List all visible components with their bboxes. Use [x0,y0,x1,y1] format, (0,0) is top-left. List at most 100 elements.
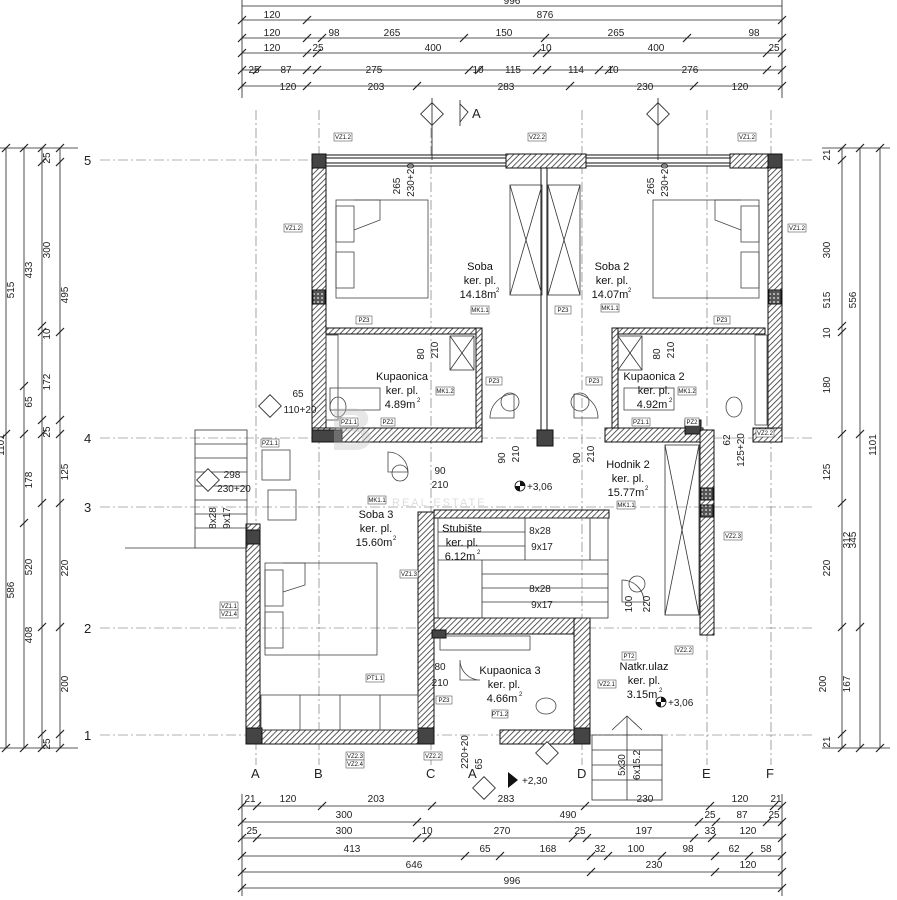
room-soba-area: 14.18m [460,289,497,301]
tag-box: MK1.2 [435,386,454,396]
top-dim-r5-1: 87 [280,65,292,76]
svg-text:MK1.1: MK1.1 [471,308,489,314]
tag-box: MK1.1 [600,303,619,313]
svg-text:90: 90 [572,452,583,464]
bot-dim-r2-2: 25 [704,810,716,821]
svg-text:220: 220 [642,595,653,612]
tag-box: PZ3 [585,376,603,386]
tag-box: PZ3 [435,695,453,705]
svg-text:PZ1.1: PZ1.1 [633,420,650,426]
tag-box: PZ1.1 [631,417,651,427]
room-kupaonica2-floor: ker. pl. [638,385,670,397]
element-tags: VZ1.2 VZ2.2 VZ1.2 VZ1.2 VZ1.2 MK1.1 MK1.… [219,132,807,769]
svg-text:VZ2.2: VZ2.2 [529,135,546,141]
top-dim-r4-3: 10 [540,43,552,54]
room-soba3-name: Soba 3 [359,509,394,521]
right-dim-1101: 1101 [868,434,879,456]
right-dim-i10: 10 [822,327,833,339]
bot-dim-r4-7: 58 [760,844,772,855]
svg-text:2: 2 [669,398,673,404]
bot-dim-r3-6: 33 [704,826,716,837]
wardrobe [260,694,419,731]
axis-h-2: 2 [84,621,91,636]
axis-v-A: A [251,766,260,781]
svg-text:265: 265 [646,177,657,194]
door-circle [391,464,409,482]
right-dim-i167: 167 [842,675,853,692]
tag-box: VZ1.2 [737,132,757,142]
left-dim-178: 178 [24,471,35,488]
svg-text:VZ2.4: VZ2.4 [347,762,364,768]
bot-dim-r4-6: 62 [728,844,740,855]
bot-dim-r1-3: 283 [498,794,515,805]
tag-box: PZ1.1 [339,417,359,427]
left-dim-i300: 300 [42,241,53,258]
left-dim-i200: 200 [60,675,71,692]
right-dim-i300: 300 [822,241,833,258]
svg-text:VZ2.1: VZ2.1 [599,682,616,688]
top-dim-r2-1: 876 [537,10,554,21]
top-dim-r5-7: 276 [682,65,699,76]
svg-text:MK1.1: MK1.1 [601,306,619,312]
bottom-dimension-lines [241,794,783,896]
svg-text:2: 2 [417,398,421,404]
bot-dim-r3-2: 10 [421,826,433,837]
room-kupaonica3-name: Kupaonica 3 [479,665,540,677]
room-soba3-floor: ker. pl. [360,523,392,535]
left-dim-65: 65 [24,396,35,408]
bot-dim-r2-3: 87 [736,810,748,821]
top-dim-r5-3: 10 [472,65,484,76]
top-dim-r2-0: 120 [264,10,281,21]
left-dim-433: 433 [24,261,35,278]
svg-text:PZ1.1: PZ1.1 [341,420,358,426]
left-dim-i10: 10 [42,328,53,340]
room-stubiste-floor: ker. pl. [446,537,478,549]
top-dim-r5-5: 114 [568,65,584,76]
bed-soba-2 [652,199,760,299]
left-dimension-texts: 515 1101 586 433 65 178 520 408 25 300 4… [0,152,71,750]
room-kupaonica2-area: 4.92m [637,399,668,411]
top-dim-r5-2: 275 [366,65,383,76]
bot-dim-r1-5: 120 [732,794,749,805]
svg-text:210: 210 [430,341,441,358]
left-dim-1101: 1101 [0,434,7,456]
svg-text:VZ1.2: VZ1.2 [285,226,302,232]
svg-text:230+20: 230+20 [660,163,671,197]
room-soba-floor: ker. pl. [464,275,496,287]
room-soba3-area: 15.60m [356,537,393,549]
svg-text:90: 90 [497,452,508,464]
sink [439,635,531,651]
axis-h-4: 4 [84,431,91,446]
svg-text:5x30: 5x30 [617,754,628,776]
top-dim-r6-0: 120 [280,82,297,93]
svg-text:110+20: 110+20 [284,405,317,416]
elevation-markers [196,98,670,800]
axis-labels: 5 4 3 2 1 A B C D E F [84,153,774,781]
tag-box: MK1.1 [616,500,635,510]
bot-dim-total: 996 [504,876,521,887]
door-circle [500,392,520,412]
svg-text:VZ2.3: VZ2.3 [725,534,742,540]
right-dim-i21a: 21 [822,149,833,161]
top-dim-r5-0: 25 [248,65,260,76]
bed-soba-3 [264,562,378,656]
bot-dim-r1-6: 21 [770,794,782,805]
bot-dim-r4-2: 168 [540,844,557,855]
tag-box: VZ1.2 [787,223,807,233]
tag-box: MK1.1 [367,495,386,505]
tag-box: PZ2 [684,417,700,427]
left-dim-i220: 220 [60,559,71,576]
stair-voids [449,184,700,616]
svg-text:VZ1.2: VZ1.2 [739,135,756,141]
room-kupaonica2-name: Kupaonica 2 [623,371,684,383]
bot-dim-r1-4: 230 [637,794,654,805]
bot-dim-r3-3: 270 [494,826,511,837]
svg-text:VZ2.2: VZ2.2 [757,431,774,437]
svg-text:62: 62 [722,434,733,446]
svg-text:VZ2.2: VZ2.2 [676,648,693,654]
right-dim-556: 556 [848,291,859,308]
svg-text:2: 2 [477,550,481,556]
top-dim-r4-0: 120 [264,43,281,54]
left-dimension-lines [0,147,78,749]
svg-text:90: 90 [434,466,446,477]
